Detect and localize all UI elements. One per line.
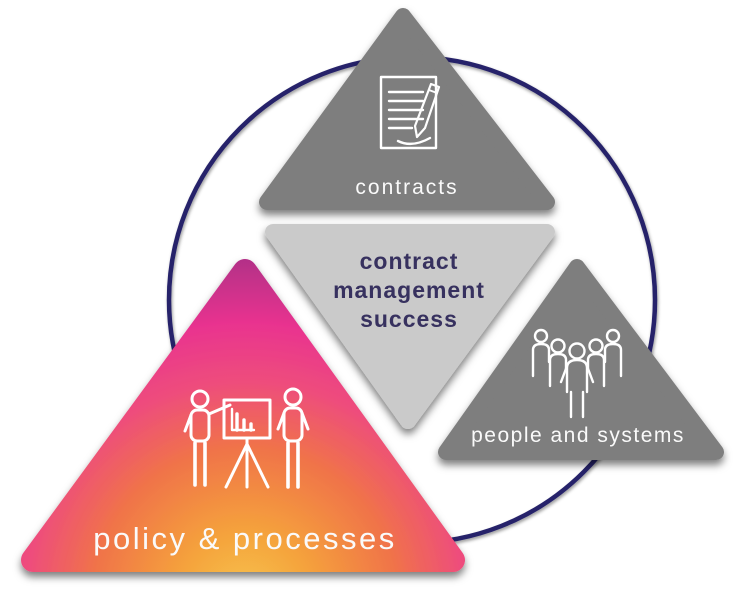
center-success-label: contract management success (333, 247, 485, 334)
people-systems-label: people and systems (471, 424, 685, 447)
presentation-icon (183, 387, 310, 489)
document-pen-icon (379, 75, 441, 150)
people-group-icon (531, 328, 623, 419)
policy-processes-triangle (21, 259, 465, 572)
center-success-line-3: success (360, 306, 458, 332)
policy-processes-label: policy & processes (93, 521, 397, 556)
center-success-line-1: contract (359, 248, 459, 274)
contracts-label: contracts (355, 176, 459, 199)
center-success-line-2: management (333, 277, 485, 303)
center-success-triangle (265, 224, 555, 429)
